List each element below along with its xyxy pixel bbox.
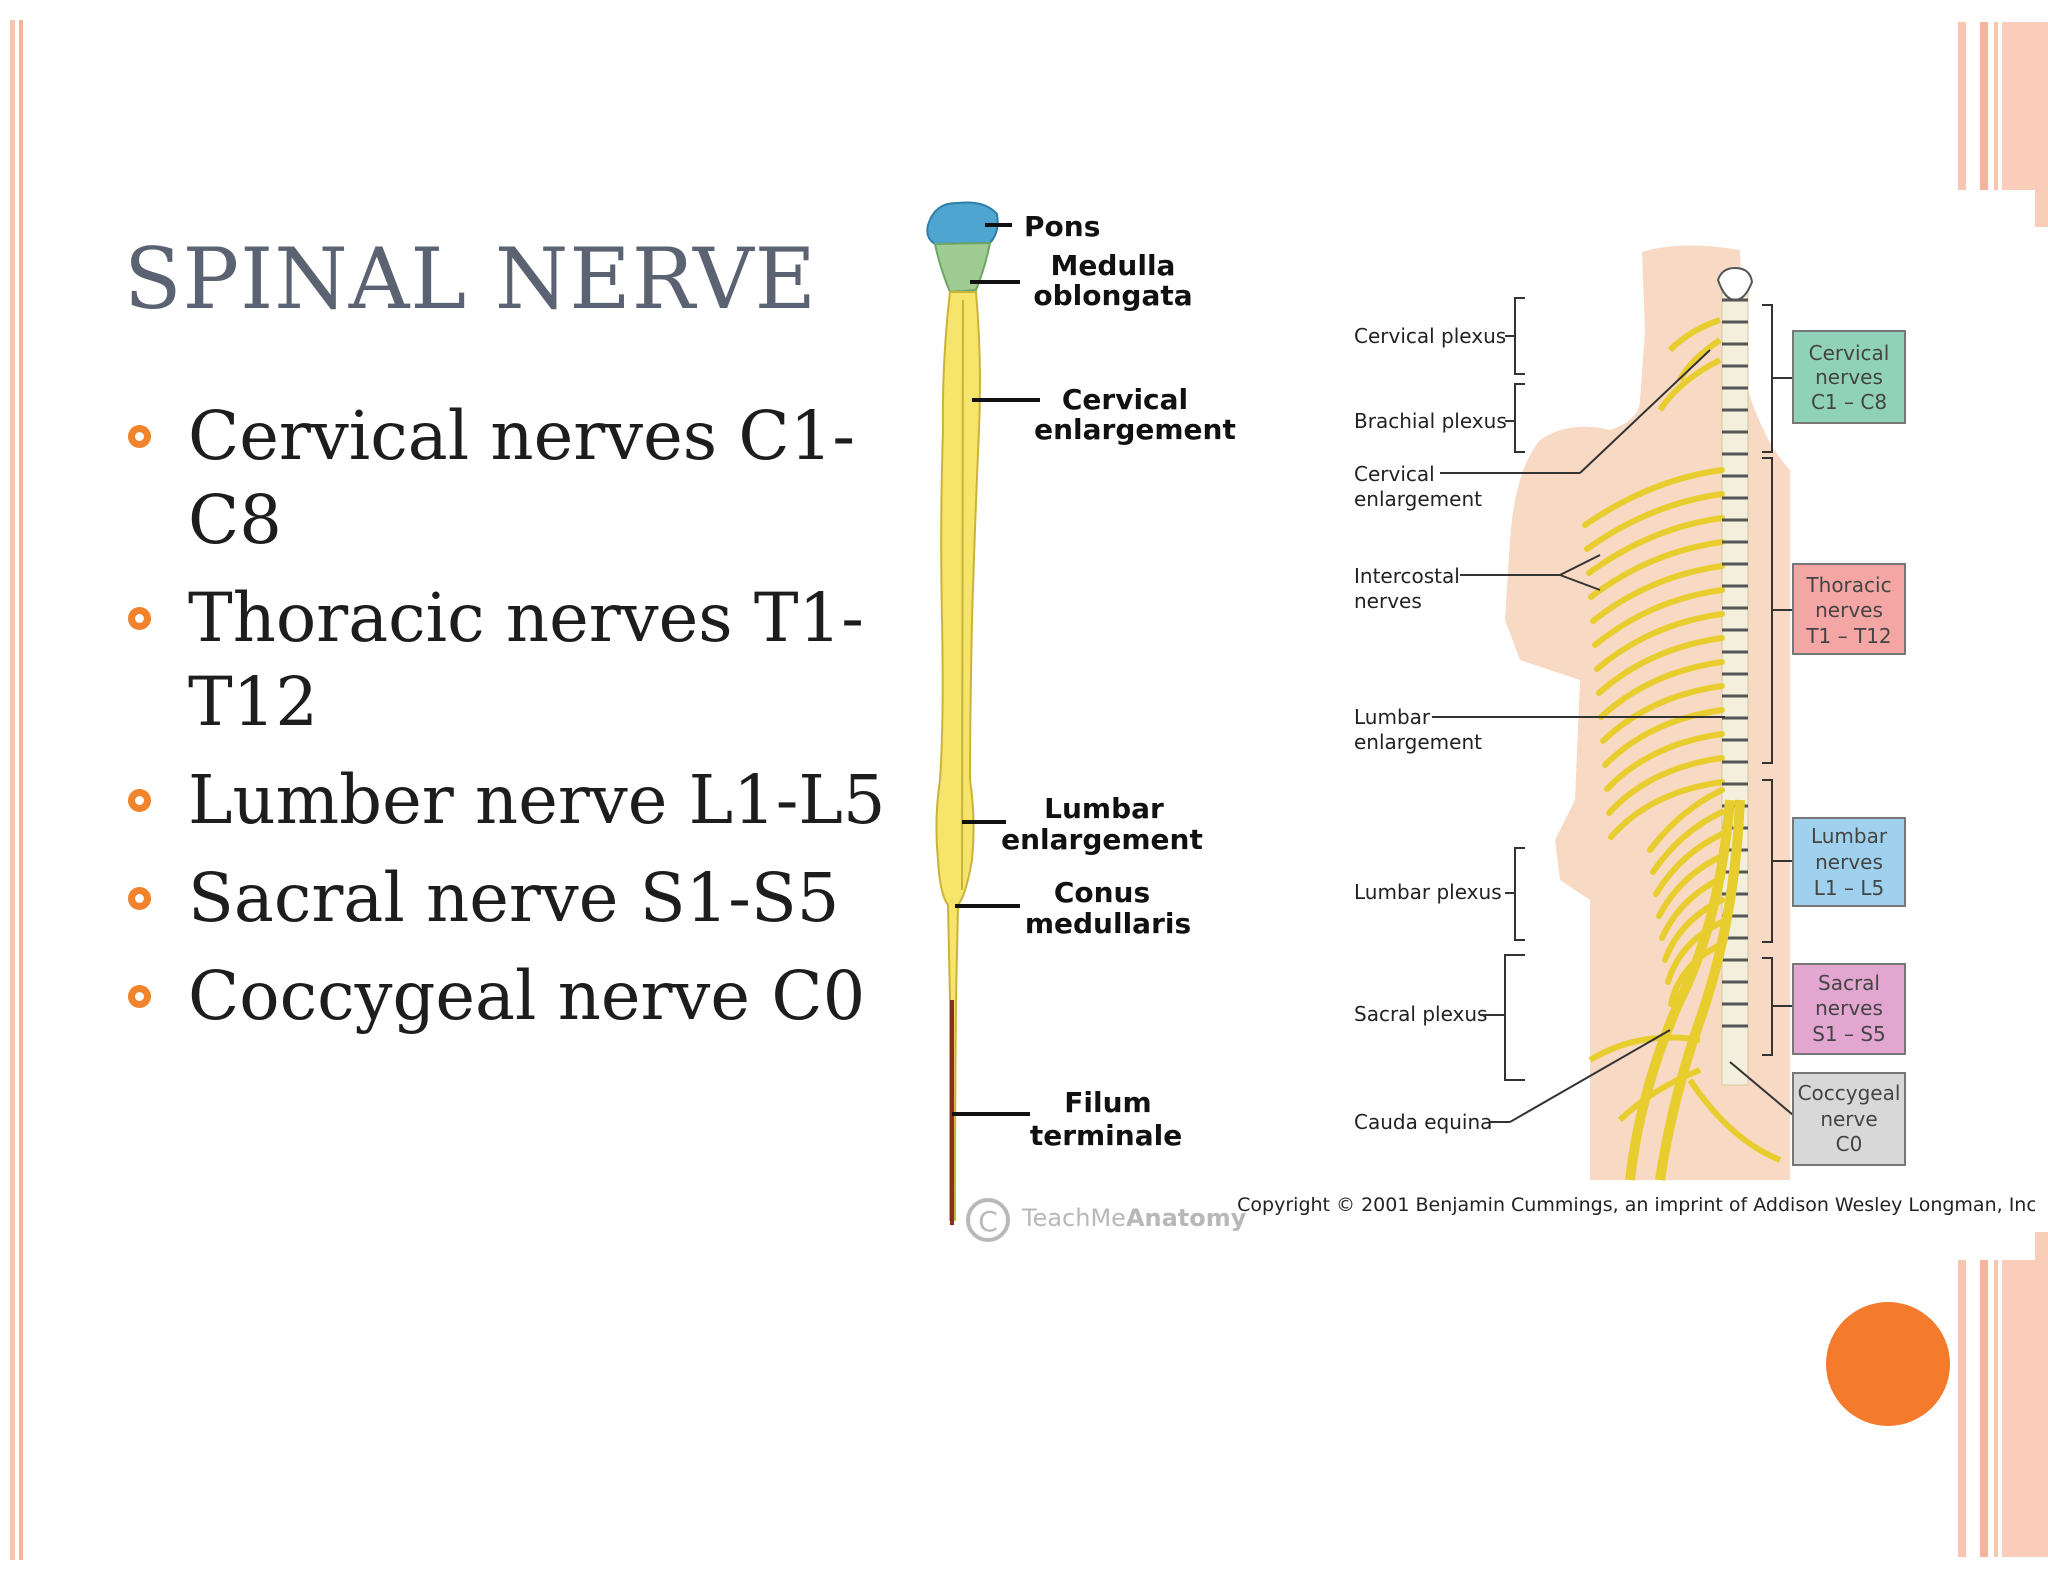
label-cervical-enl-2: enlargement — [1034, 413, 1236, 446]
box-line: nerves — [1815, 365, 1883, 389]
cord-illustration — [926, 201, 1040, 1225]
nerve-branch — [1594, 611, 1725, 672]
bullet-text: Cervical nerves C1-C8 — [188, 397, 855, 559]
body-right-brackets — [1729, 304, 1794, 1116]
box-line: C1 – C8 — [1811, 390, 1887, 414]
nerve-branch — [1604, 731, 1725, 792]
watermark-symbol: C — [978, 1205, 998, 1238]
bullet-text-continued: T12 — [188, 663, 318, 741]
box-coccygeal-nerve: Coccygeal nerve C0 — [1792, 1072, 1906, 1166]
nerve-branch — [1582, 467, 1725, 528]
segment-boxes: Cervical nerves C1 – C8 Thoracic nerves … — [1792, 330, 1906, 1166]
right-decorative-rules-bottom — [1958, 1232, 2048, 1557]
box-line: Sacral — [1818, 971, 1880, 995]
bullet-text: Coccygeal nerve C0 — [188, 957, 866, 1035]
box-line: nerves — [1815, 850, 1883, 874]
label-sacral-plexus: Sacral plexus — [1354, 1002, 1487, 1026]
label-intercostal-2: nerves — [1354, 589, 1422, 613]
label-pons: Pons — [1024, 210, 1100, 243]
label-lumbar-plexus: Lumbar plexus — [1354, 880, 1502, 904]
nerve-branch — [1653, 831, 1725, 897]
bullet-item-sacral: Sacral nerve S1-S5 — [124, 856, 904, 940]
bullet-item-lumbar: Lumber nerve L1-L5 — [124, 758, 904, 842]
label-cervical-enl: Cervical — [1062, 383, 1188, 416]
label-medullaris: medullaris — [1025, 907, 1191, 940]
watermark-prefix: TeachMe — [1021, 1204, 1126, 1232]
nerve-branch — [1656, 853, 1725, 919]
label-oblongata: oblongata — [1033, 279, 1192, 312]
box-thoracic-nerves: Thoracic nerves T1 – T12 — [1792, 563, 1906, 655]
label-cervical-plexus: Cervical plexus — [1354, 324, 1506, 348]
label-conus: Conus — [1054, 876, 1150, 909]
copyright-circle-icon — [966, 1198, 1010, 1242]
nerve-branch — [1592, 587, 1725, 648]
box-line: nerve — [1820, 1107, 1877, 1131]
box-cervical-nerves: Cervical nerves C1 – C8 — [1792, 330, 1906, 424]
body-left-brackets — [1432, 297, 1725, 1123]
box-line: Coccygeal — [1798, 1081, 1901, 1105]
body-illustration — [1505, 245, 1790, 1181]
nerve-branch — [1647, 787, 1725, 853]
box-line: nerves — [1815, 996, 1883, 1020]
nerve-branch — [1596, 635, 1725, 696]
nerve-branch — [1668, 941, 1725, 1007]
nerve-branch — [1602, 707, 1725, 768]
label-brachial-plexus: Brachial plexus — [1354, 409, 1507, 433]
bullet-text: Sacral nerve S1-S5 — [188, 859, 840, 937]
nerve-branch — [1598, 659, 1725, 720]
nerve-branch — [1600, 683, 1725, 744]
bullet-item-coccygeal: Coccygeal nerve C0 — [124, 954, 904, 1038]
body-left-labels: Cervical plexus Brachial plexus Cervical… — [1354, 324, 1507, 1134]
label-intercostal: Intercostal — [1354, 564, 1460, 588]
box-line: nerves — [1815, 598, 1883, 622]
watermark-suffix: Anatomy — [1126, 1204, 1247, 1232]
bullet-item-cervical: Cervical nerves C1-C8 — [124, 394, 904, 562]
label-medulla: Medulla — [1051, 249, 1176, 282]
bullet-text: Thoracic nerves T1- — [188, 579, 864, 657]
label-lumbar-enlargement: Lumbar — [1354, 705, 1431, 729]
label-lumbar-enl: Lumbar — [1044, 792, 1164, 825]
label-cervical-enlargement-2: enlargement — [1354, 487, 1482, 511]
bullet-text: Lumber nerve L1-L5 — [188, 761, 886, 839]
nerve-branch — [1586, 515, 1725, 576]
svg-text:TeachMeAnatomy: TeachMeAnatomy — [1021, 1204, 1247, 1232]
box-lumbar-nerves: Lumbar nerves L1 – L5 — [1792, 817, 1906, 907]
bullet-item-thoracic: Thoracic nerves T1- T12 — [124, 576, 904, 744]
teachmeanatomy-watermark: C TeachMeAnatomy — [966, 1198, 1247, 1242]
orange-accent-circle — [1826, 1302, 1950, 1426]
bullet-list: Cervical nerves C1-C8 Thoracic nerves T1… — [124, 394, 904, 1052]
box-sacral-nerves: Sacral nerves S1 – S5 — [1792, 963, 1906, 1055]
box-line: C0 — [1836, 1132, 1863, 1156]
box-line: L1 – L5 — [1814, 876, 1884, 900]
label-terminale: terminale — [1030, 1119, 1182, 1152]
label-filum: Filum — [1064, 1086, 1151, 1119]
nerve-branch — [1588, 539, 1725, 600]
bullet-ring-icon — [128, 607, 151, 630]
bullet-ring-icon — [128, 789, 151, 812]
bullet-ring-icon — [128, 985, 151, 1008]
nerve-branch — [1590, 563, 1725, 624]
slide-title: SPINAL NERVE — [124, 230, 817, 328]
nerve-branch — [1584, 491, 1725, 552]
box-line: S1 – S5 — [1812, 1022, 1886, 1046]
spinal-cord-figure: Pons Medulla oblongata Cervical enlargem… — [905, 190, 2035, 1260]
label-cervical-enlargement: Cervical — [1354, 462, 1435, 486]
bullet-ring-icon — [128, 887, 151, 910]
copyright-notice: Copyright © 2001 Benjamin Cummings, an i… — [1237, 1194, 2035, 1216]
bullet-ring-icon — [128, 425, 151, 448]
nerve-branch — [1650, 809, 1725, 875]
label-lumbar-enlargement-2: enlargement — [1354, 730, 1482, 754]
label-lumbar-enl-2: enlargement — [1001, 823, 1203, 856]
nerve-branch — [1606, 755, 1725, 816]
nerve-branch — [1608, 779, 1725, 840]
box-line: Lumbar — [1811, 824, 1888, 848]
label-cauda-equina: Cauda equina — [1354, 1110, 1492, 1134]
box-line: Cervical — [1809, 341, 1890, 365]
box-line: T1 – T12 — [1805, 624, 1891, 648]
box-line: Thoracic — [1805, 573, 1891, 597]
nerve-branch — [1665, 919, 1725, 985]
cord-labels: Pons Medulla oblongata Cervical enlargem… — [1001, 210, 1236, 1152]
left-decorative-rules — [10, 20, 30, 1560]
